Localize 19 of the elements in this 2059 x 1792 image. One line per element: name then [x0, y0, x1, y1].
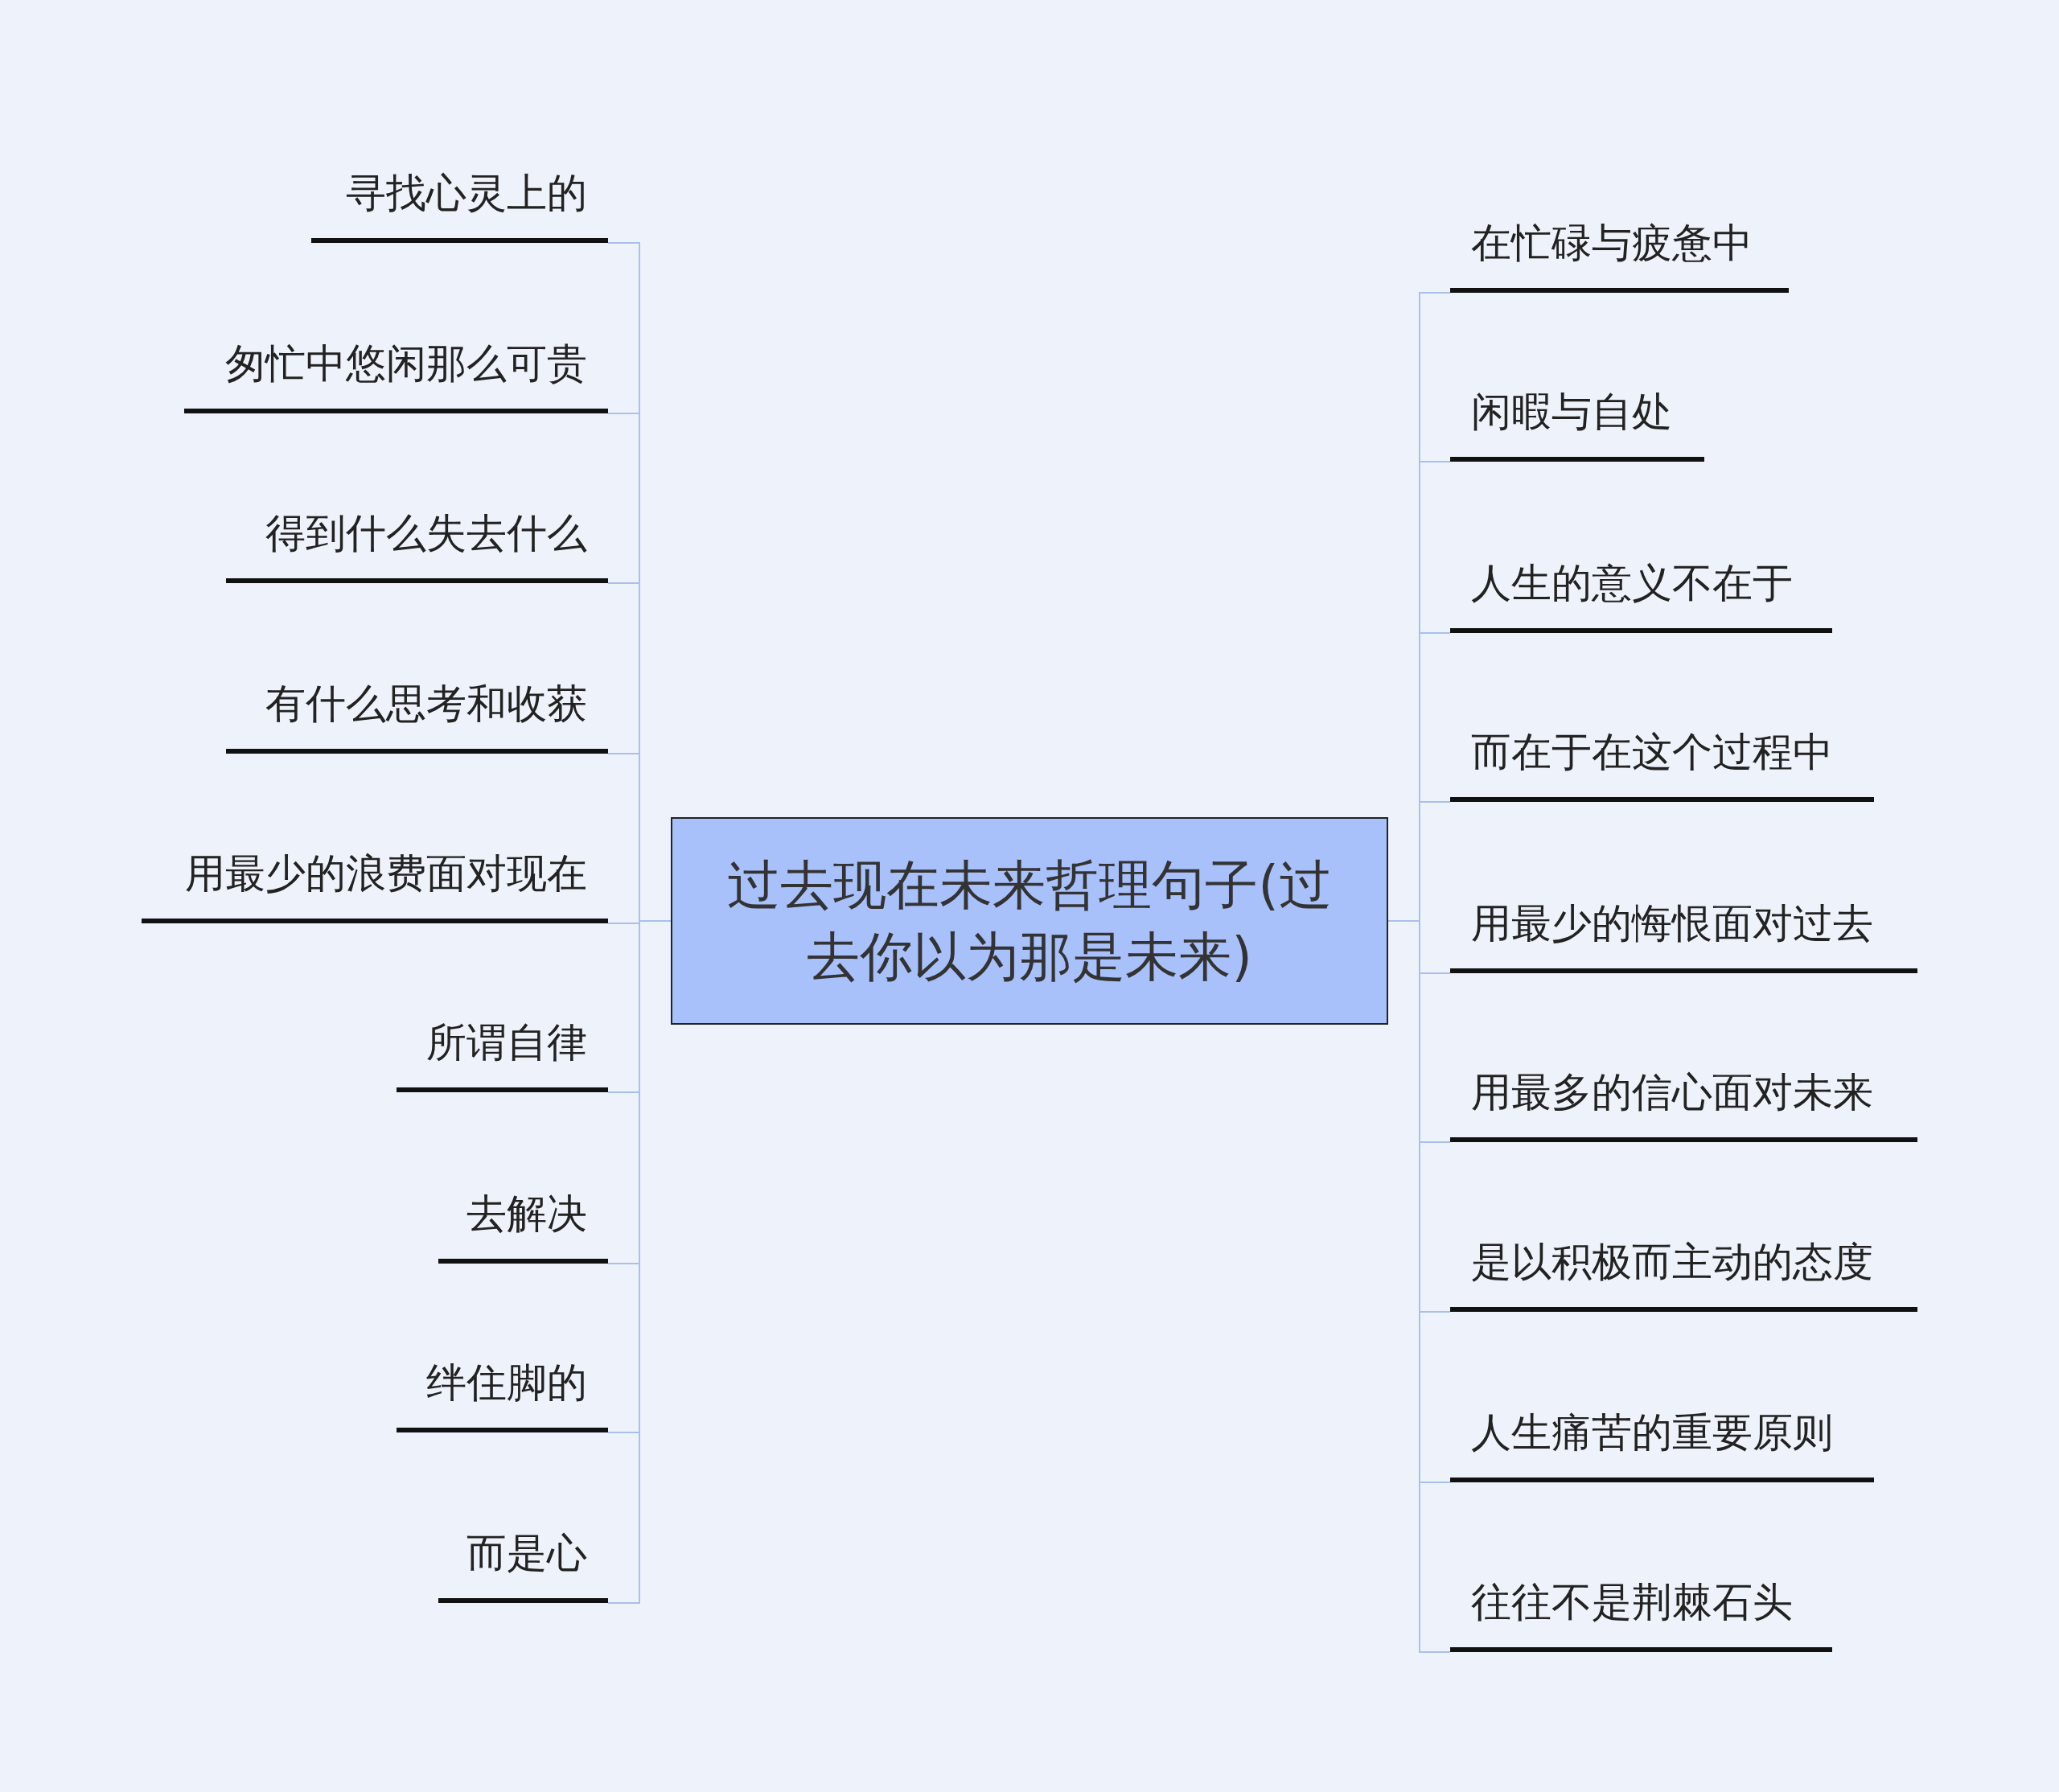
branch-text: 绊住脚的	[426, 1358, 587, 1408]
topic-box: 过去现在未来哲理句子(过去你以为那是未来)	[671, 817, 1388, 1025]
branch-text: 去解决	[466, 1190, 587, 1239]
branch-text: 闲暇与自处	[1471, 388, 1672, 437]
branch-text: 用最少的浪费面对现在	[185, 849, 587, 898]
branch-text: 人生的意义不在于	[1471, 559, 1793, 608]
branch-text: 而是心	[466, 1529, 587, 1578]
branch-text: 有什么思考和收获	[265, 680, 587, 729]
branch-text: 而在于在这个过程中	[1471, 728, 1833, 777]
branch-text: 用最少的悔恨面对过去	[1471, 899, 1873, 948]
branch-text: 是以积极而主动的态度	[1471, 1238, 1873, 1287]
branch-text: 得到什么失去什么	[265, 509, 587, 558]
branch-text: 匆忙中悠闲那么可贵	[225, 339, 587, 388]
branch-text: 所谓自律	[426, 1018, 587, 1067]
branch-text: 人生痛苦的重要原则	[1471, 1408, 1833, 1457]
branch-text: 往往不是荆棘石头	[1471, 1578, 1793, 1627]
branch-text: 用最多的信心面对未来	[1471, 1068, 1873, 1117]
branch-text: 寻找心灵上的	[346, 169, 587, 218]
branch-text: 在忙碌与疲惫中	[1471, 219, 1753, 268]
